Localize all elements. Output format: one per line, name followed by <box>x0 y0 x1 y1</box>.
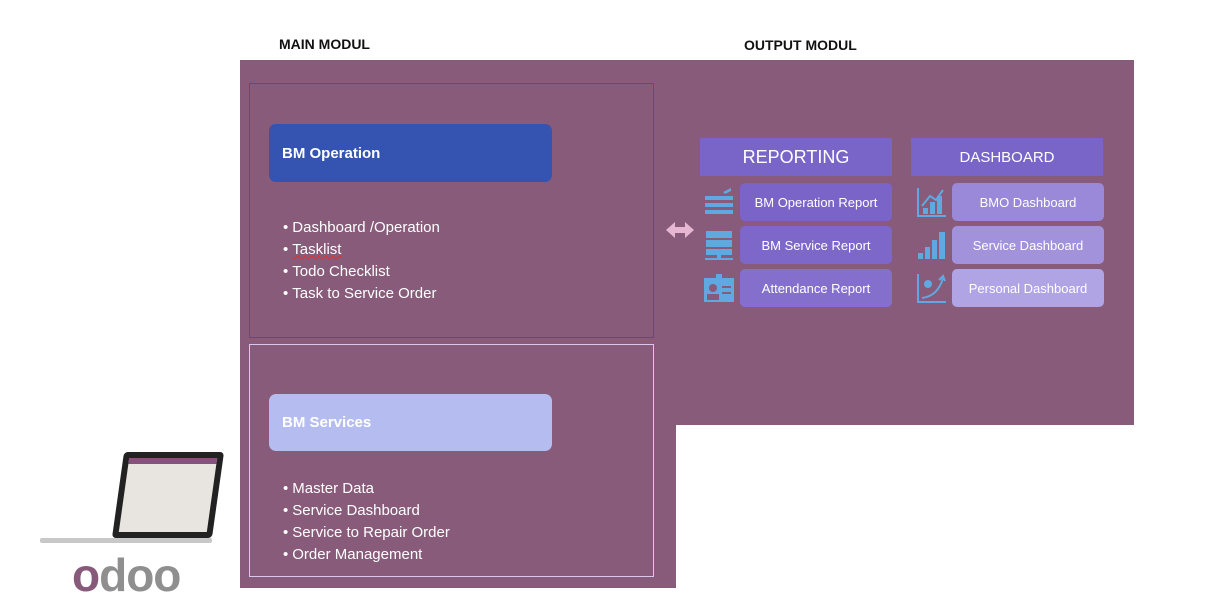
services-panel <box>249 344 654 577</box>
services-list: Master Data Service Dashboard Service to… <box>283 478 450 566</box>
dashboard-item: Service Dashboard <box>952 226 1104 264</box>
dashboard-item: BMO Dashboard <box>952 183 1104 221</box>
report-item: BM Operation Report <box>740 183 892 221</box>
reporting-header: REPORTING <box>700 138 892 176</box>
list-item: Service to Repair Order <box>283 522 450 544</box>
database-server-icon <box>705 231 733 260</box>
bm-services-module: BM Services <box>269 394 552 451</box>
dashboard-header: DASHBOARD <box>911 138 1103 176</box>
report-item: BM Service Report <box>740 226 892 264</box>
list-item: Service Dashboard <box>283 500 450 522</box>
double-arrow-icon <box>666 222 694 238</box>
list-item: Master Data <box>283 478 450 500</box>
operation-panel <box>249 83 654 338</box>
list-item: Task to Service Order <box>283 283 440 305</box>
bm-operation-module: BM Operation <box>269 124 552 182</box>
laptop-image <box>40 450 225 545</box>
odoo-logo: odoo <box>72 549 181 601</box>
dashboard-item: Personal Dashboard <box>952 269 1104 307</box>
report-item: Attendance Report <box>740 269 892 307</box>
growth-chart-icon <box>917 188 946 217</box>
bar-signal-icon <box>918 232 945 259</box>
list-item: Tasklist <box>283 239 440 261</box>
trend-curve-icon <box>917 274 946 303</box>
output-modul-title: OUTPUT MODUL <box>744 37 857 53</box>
list-item: Order Management <box>283 544 450 566</box>
list-item: Todo Checklist <box>283 261 440 283</box>
operation-list: Dashboard /Operation Tasklist Todo Check… <box>283 217 440 305</box>
id-card-icon <box>704 274 734 302</box>
server-rack-icon <box>705 188 733 214</box>
main-modul-title: MAIN MODUL <box>279 36 370 52</box>
list-item: Dashboard /Operation <box>283 217 440 239</box>
